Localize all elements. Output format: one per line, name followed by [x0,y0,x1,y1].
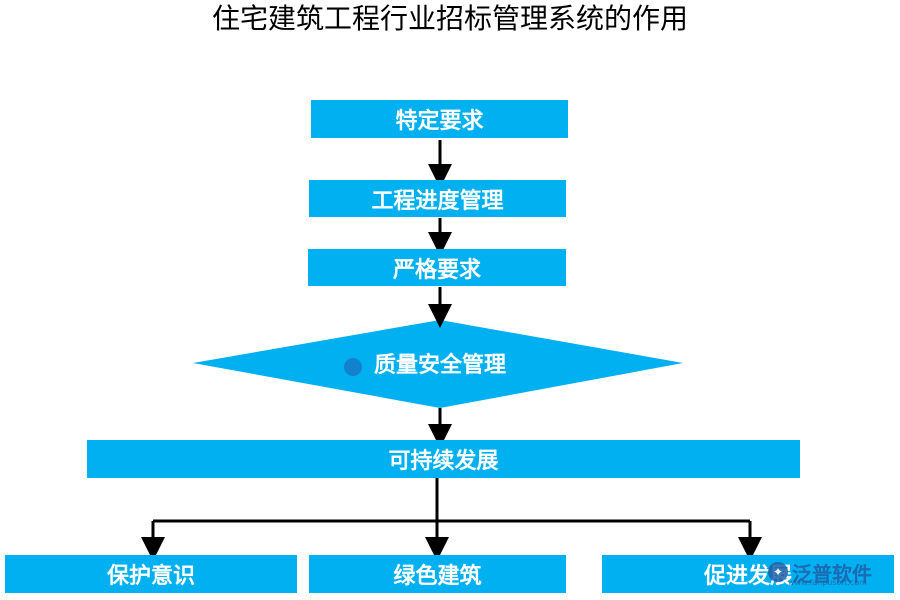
node-progress-management: 工程进度管理 [309,180,566,217]
node-green-building: 绿色建筑 [309,555,566,593]
node-protection-awareness: 保护意识 [5,555,297,593]
watermark-brand: 泛普软件 [792,561,872,586]
diamond-shape [193,320,683,408]
node-sustainable-development: 可持续发展 [87,440,800,478]
watermark: ✦ 泛普软件 [768,552,896,592]
watermark-url: www.fanpusoft.com [788,578,867,587]
node-quality-safety: 质量安全管理 [373,352,506,378]
logo-mark-icon [344,358,362,376]
brand-logo-icon: ✦ [768,562,788,582]
node-specific-requirements: 特定要求 [311,100,568,138]
diagram-title: 住宅建筑工程行业招标管理系统的作用 [211,2,688,35]
node-strict-requirements: 严格要求 [308,249,566,286]
